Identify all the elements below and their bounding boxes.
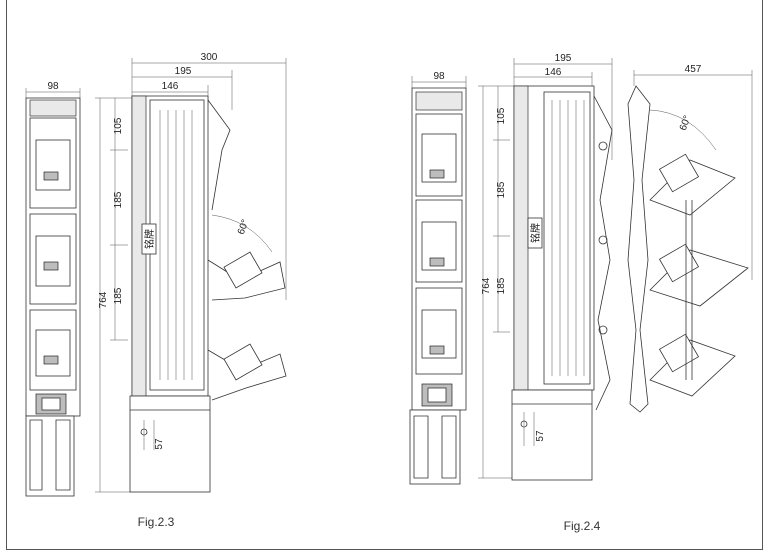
fig24-dim-185b: 185 xyxy=(496,277,507,294)
fig24-side-view: 195 146 764 105 185 185 铭牌 xyxy=(478,53,613,481)
fig24-angle-60: 60° xyxy=(678,114,694,132)
fig24-dim-146: 146 xyxy=(545,67,562,78)
fig24-dim-57: 57 xyxy=(535,430,546,442)
fig24-dim-185a: 185 xyxy=(496,181,507,198)
fig23-dim-764: 764 xyxy=(98,291,109,308)
fig23-front-width-dim: 98 xyxy=(47,81,59,92)
fig24-nameplate: 铭牌 xyxy=(529,223,542,243)
fig23-dim-195: 195 xyxy=(175,66,192,77)
fig23-dim-185b: 185 xyxy=(113,287,124,304)
fig23-dim-185a: 185 xyxy=(113,191,124,208)
fig24-dim-764: 764 xyxy=(481,277,492,294)
fig24-dim-457: 457 xyxy=(685,64,702,75)
fig23-dim-300: 300 xyxy=(201,52,218,63)
fig23-nameplate: 铭牌 xyxy=(143,229,156,249)
fig24-dim-105: 105 xyxy=(496,107,507,124)
fig24-dim-195: 195 xyxy=(555,53,572,64)
fig23-dim-105: 105 xyxy=(113,117,124,134)
fig24-front-width-dim: 98 xyxy=(433,71,445,82)
fig24-front-view: 98 xyxy=(409,71,467,485)
fig23-front-view: 98 xyxy=(25,81,81,497)
sheet-border xyxy=(6,0,763,550)
fig23-side-view: 300 195 146 764 105 185 185 铭牌 xyxy=(95,52,287,493)
fig23-dim-57: 57 xyxy=(154,438,165,450)
fig24-open-view: 457 60° xyxy=(627,64,753,413)
fig23-caption: Fig.2.3 xyxy=(138,515,175,529)
fig24-caption: Fig.2.4 xyxy=(564,519,601,533)
fig23-dim-146: 146 xyxy=(162,81,179,92)
fig23-angle-60: 60° xyxy=(236,218,252,236)
